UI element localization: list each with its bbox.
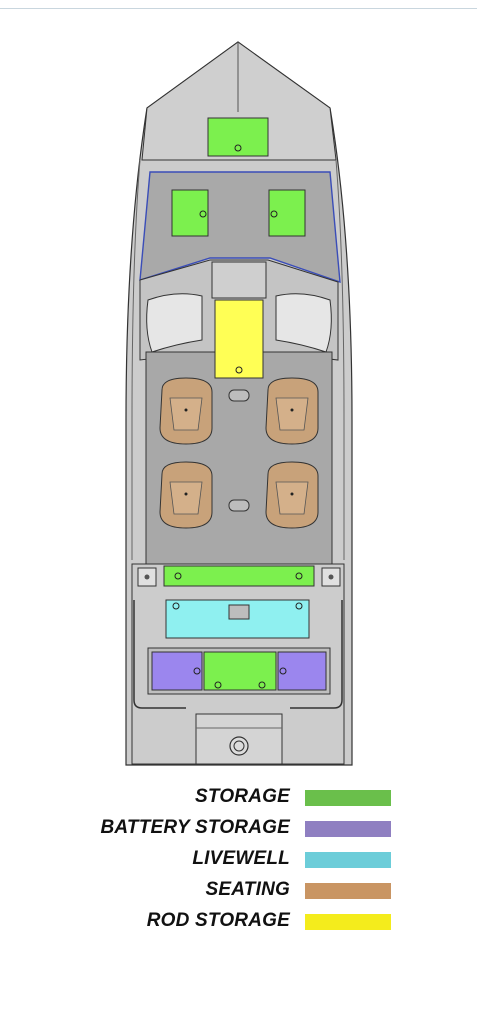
seat-front-left xyxy=(159,377,213,445)
hatch-latch-icon xyxy=(279,667,287,675)
starboard-grab-rail xyxy=(290,600,343,709)
bow-cap xyxy=(141,41,337,161)
legend-swatch-storage xyxy=(305,790,391,806)
legend-label: STORAGE xyxy=(194,786,290,807)
hatch-latch-icon xyxy=(295,602,303,610)
seat-rear-right xyxy=(265,461,319,529)
port-grab-rail xyxy=(133,600,186,709)
legend-label: BATTERY STORAGE xyxy=(100,817,290,838)
seat-front-right xyxy=(265,377,319,445)
hatch-latch-icon xyxy=(270,210,278,218)
hatch-latch-icon xyxy=(295,572,303,580)
cleat-icon xyxy=(144,574,150,580)
legend-item-livewell: LIVEWELL xyxy=(0,844,477,876)
hatch-latch-icon xyxy=(214,681,222,689)
battery-storage-right xyxy=(277,651,327,691)
bow-storage-left xyxy=(171,189,209,237)
hatch-latch-icon xyxy=(172,602,180,610)
legend-label: LIVEWELL xyxy=(192,848,290,869)
hatch-latch-icon xyxy=(234,144,242,152)
legend-item-rod-storage: ROD STORAGE xyxy=(0,906,477,938)
cleat-icon xyxy=(328,574,334,580)
boat-layout-diagram xyxy=(125,41,353,766)
legend-swatch-seating xyxy=(305,883,391,899)
legend-label: ROD STORAGE xyxy=(146,910,290,931)
hatch-latch-icon xyxy=(199,210,207,218)
port-windshield-glass xyxy=(146,293,203,353)
top-divider xyxy=(0,8,477,9)
hatch-latch-icon xyxy=(258,681,266,689)
rod-storage-locker xyxy=(214,299,264,379)
legend-label: SEATING xyxy=(205,879,290,900)
legend-item-battery-storage: BATTERY STORAGE xyxy=(0,813,477,845)
hatch-latch-icon xyxy=(235,366,243,374)
legend-item-storage: STORAGE xyxy=(0,782,477,814)
drain-plug-icon xyxy=(229,736,249,756)
drain-plug-inner xyxy=(233,740,245,752)
center-walkthrough xyxy=(211,261,267,299)
battery-storage-left xyxy=(151,651,203,691)
bow-storage-right xyxy=(268,189,306,237)
legend-swatch-battery-storage xyxy=(305,821,391,837)
hatch-latch-icon xyxy=(174,572,182,580)
bow-storage-hatch xyxy=(207,117,269,157)
legend-swatch-livewell xyxy=(305,852,391,868)
legend-swatch-rod-storage xyxy=(305,914,391,930)
starboard-gunwale xyxy=(335,159,345,560)
starboard-windshield-glass xyxy=(275,293,332,353)
legend-item-seating: SEATING xyxy=(0,875,477,907)
livewell-pump-plate xyxy=(228,604,250,620)
floor-port xyxy=(228,499,250,512)
center-storage xyxy=(203,651,277,691)
hatch-latch-icon xyxy=(193,667,201,675)
floor-port xyxy=(228,389,250,402)
rear-storage-bar xyxy=(163,565,315,587)
port-gunwale xyxy=(131,159,141,560)
seat-rear-left xyxy=(159,461,213,529)
